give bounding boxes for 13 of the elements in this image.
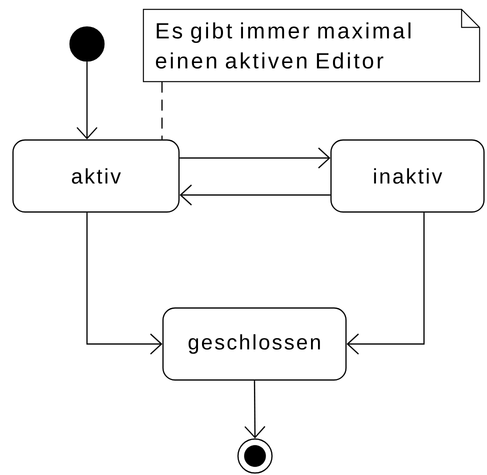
final-state-symbol bbox=[237, 438, 273, 474]
state-box: aktiv bbox=[12, 139, 180, 213]
note-box: Es gibt immer maximal einen aktiven Editor bbox=[142, 8, 480, 82]
transition-arrow bbox=[180, 184, 330, 206]
connector-line bbox=[161, 82, 163, 140]
state-box: inaktiv bbox=[330, 139, 485, 213]
transition-arrow bbox=[180, 148, 330, 168]
state-box: geschlossen bbox=[162, 307, 347, 381]
transition-arrow bbox=[244, 380, 266, 438]
transition-arrow bbox=[346, 212, 425, 354]
transition-arrow bbox=[86, 212, 162, 354]
initial-state-dot bbox=[69, 26, 105, 62]
transition-arrow bbox=[76, 62, 98, 140]
